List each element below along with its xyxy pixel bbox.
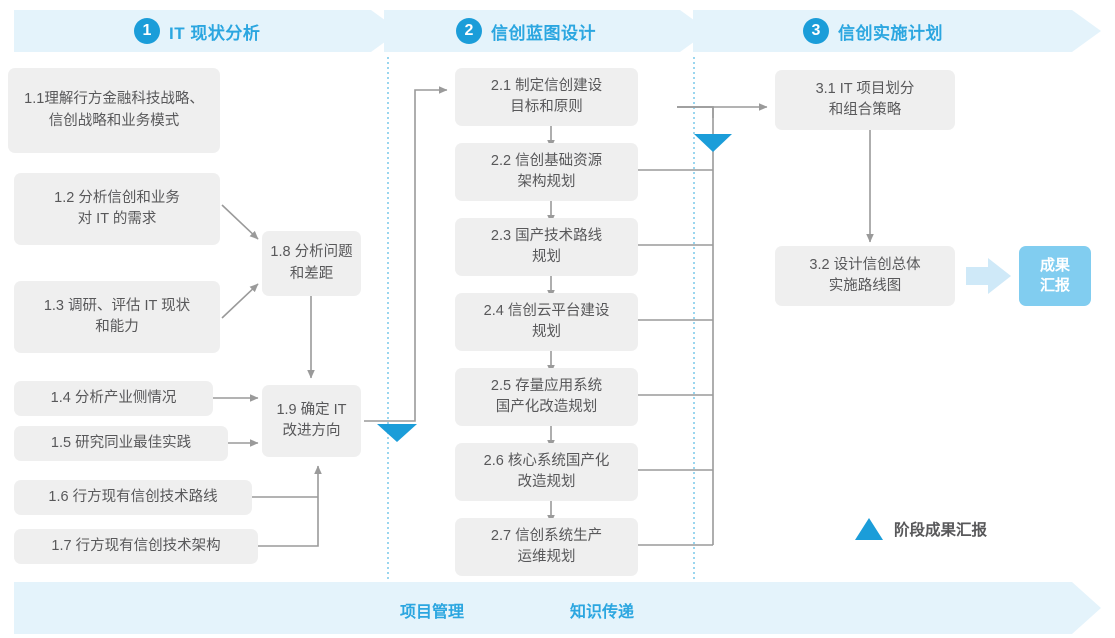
process-box-1-4[interactable]: 1.4 分析产业侧情况 [14,381,213,416]
phase-header-1[interactable]: 1 IT 现状分析 [134,16,260,46]
process-box-1-4-label: 1.4 分析产业侧情况 [50,389,177,406]
process-box-2-2-label: 2.2 信创基础资源 架构规划 [490,152,603,190]
process-box-2-6-label: 2.6 核心系统国产化 改造规划 [483,452,610,490]
process-box-1-6-label: 1.6 行方现有信创技术路线 [48,488,218,505]
legend: 阶段成果汇报 [855,518,987,540]
phase-title-1: IT 现状分析 [169,23,261,43]
process-box-1-7[interactable]: 1.7 行方现有信创技术架构 [14,529,258,564]
phase-header-2[interactable]: 2 信创蓝图设计 [456,16,596,46]
process-box-2-6[interactable]: 2.6 核心系统国产化 改造规划 [455,443,638,501]
process-box-1-6[interactable]: 1.6 行方现有信创技术路线 [14,480,252,515]
process-box-1-5-label: 1.5 研究同业最佳实践 [50,434,192,451]
bottom-band-label-project-management[interactable]: 项目管理 [400,604,465,621]
milestone-triangle-phase1 [377,424,417,442]
phase-title-2: 信创蓝图设计 [491,23,596,43]
result-badge-label: 成果 汇报 [1039,256,1070,294]
process-box-2-7[interactable]: 2.7 信创系统生产 运维规划 [455,518,638,576]
process-box-2-3-label: 2.3 国产技术路线 规划 [490,227,603,265]
process-box-2-4-label: 2.4 信创云平台建设 规划 [483,302,610,340]
milestone-triangle-phase2 [694,134,732,152]
process-box-2-5-label: 2.5 存量应用系统 国产化改造规划 [490,377,603,415]
process-box-2-1-label: 2.1 制定信创建设 目标和原则 [490,77,603,115]
phase-title-3: 信创实施计划 [838,23,943,43]
process-box-1-3-label: 1.3 调研、评估 IT 现状 和能力 [43,297,191,335]
process-box-3-1[interactable]: 3.1 IT 项目划分 和组合策略 [775,70,955,130]
wire-1-2-to-1-8 [221,204,259,240]
process-box-1-2[interactable]: 1.2 分析信创和业务 对 IT 的需求 [14,173,220,245]
wire-1-7-to-1-9 [258,465,322,547]
badge-arrow [966,258,1011,294]
milestone-triangle-icon [855,518,883,540]
process-box-1-7-label: 1.7 行方现有信创技术架构 [51,537,221,554]
process-box-1-8[interactable]: 1.8 分析问题 和差距 [262,231,361,296]
phase-number-1: 1 [134,18,160,44]
phase-number-3: 3 [803,18,829,44]
process-box-2-5[interactable]: 2.5 存量应用系统 国产化改造规划 [455,368,638,426]
process-box-3-1-label: 3.1 IT 项目划分 和组合策略 [815,80,915,118]
phase-number-2: 2 [456,18,482,44]
process-box-2-4[interactable]: 2.4 信创云平台建设 规划 [455,293,638,351]
process-box-2-7-label: 2.7 信创系统生产 运维规划 [490,527,603,565]
legend-label: 阶段成果汇报 [894,522,988,539]
phase-band-3 [693,10,1101,52]
process-box-1-3[interactable]: 1.3 调研、评估 IT 现状 和能力 [14,281,220,353]
process-box-1-5[interactable]: 1.5 研究同业最佳实践 [14,426,228,461]
process-box-1-1-label: 1.1理解行方金融科技战略、 信创战略和业务模式 [24,91,204,129]
wire-1-3-to-1-8 [221,283,259,319]
phase-band-1 [14,10,400,52]
bottom-band-label-knowledge-transfer[interactable]: 知识传递 [570,604,635,621]
process-box-2-2[interactable]: 2.2 信创基础资源 架构规划 [455,143,638,201]
wire-1-9-to-2-1 [364,86,448,422]
process-box-1-9-label: 1.9 确定 IT 改进方向 [276,401,347,439]
process-box-1-1[interactable]: 1.1理解行方金融科技战略、 信创战略和业务模式 [8,68,220,153]
process-box-1-8-label: 1.8 分析问题 和差距 [270,244,353,282]
process-box-3-2-label: 3.2 设计信创总体 实施路线图 [809,256,921,294]
process-box-2-1[interactable]: 2.1 制定信创建设 目标和原则 [455,68,638,126]
process-box-1-9[interactable]: 1.9 确定 IT 改进方向 [262,385,361,457]
bottom-band [14,582,1101,634]
process-box-3-2[interactable]: 3.2 设计信创总体 实施路线图 [775,246,955,306]
phase-header-3[interactable]: 3 信创实施计划 [803,16,943,46]
process-box-2-3[interactable]: 2.3 国产技术路线 规划 [455,218,638,276]
process-box-1-2-label: 1.2 分析信创和业务 对 IT 的需求 [54,189,180,227]
result-badge[interactable]: 成果 汇报 [1019,246,1091,306]
